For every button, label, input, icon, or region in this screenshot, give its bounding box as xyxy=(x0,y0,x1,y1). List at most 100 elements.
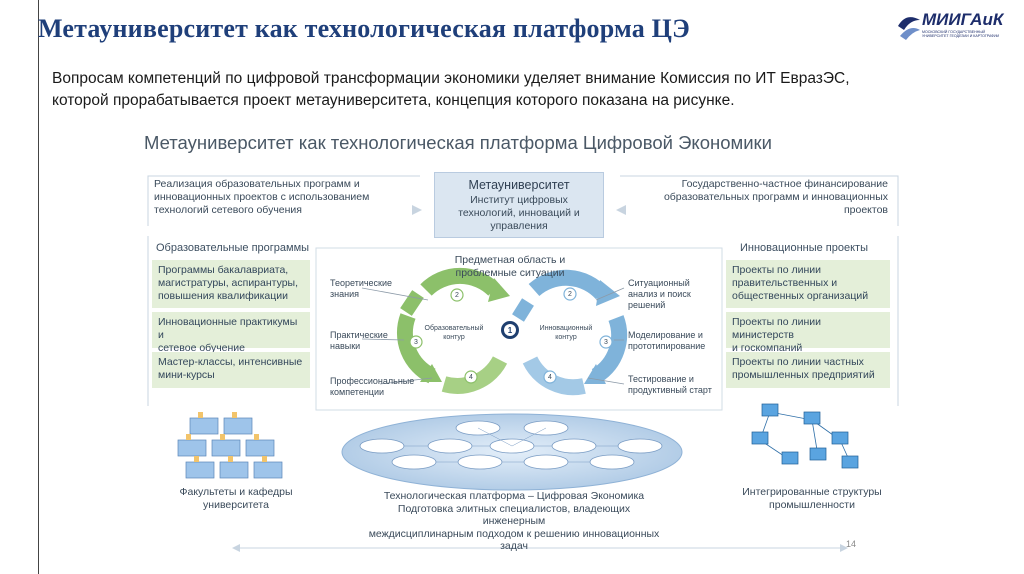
faculties-label: Факультеты и кафедры университета xyxy=(176,486,296,512)
innovation-cycle xyxy=(512,269,628,396)
text-line: сетевое обучение xyxy=(158,342,246,354)
slide-title: Метауниверситет как технологическая плат… xyxy=(38,14,690,43)
edu-program-box: Инновационные практикумы и сетевое обуче… xyxy=(152,312,310,354)
text-line: междисциплинарным подходом к решению инн… xyxy=(368,527,660,553)
text-line: прототипирование xyxy=(628,341,706,351)
logo-emblem-icon xyxy=(898,17,920,40)
text-line: технологий сетевого обучения xyxy=(154,204,302,216)
page-number: 14 xyxy=(846,539,857,549)
text-line: проектов xyxy=(843,204,888,216)
text-line: и госкомпаний xyxy=(732,342,803,354)
frame-arrow-right xyxy=(840,544,848,552)
text-line: Инновационные практикумы и xyxy=(158,316,298,341)
text-line: Инновационный xyxy=(539,325,593,332)
step-number: 3 xyxy=(414,339,418,346)
cycle-label-analysis: Ситуационный анализ и поиск решений xyxy=(628,278,691,311)
metauniversity-box: Метауниверситет Институт цифровых технол… xyxy=(434,172,604,238)
text-line: Реализация образовательных программ и xyxy=(154,178,360,190)
text-line: Подготовка элитных специалистов, владеющ… xyxy=(397,502,631,528)
platform-nodes xyxy=(359,420,663,470)
industry-label: Интегрированные структуры промышленности xyxy=(732,486,892,512)
text-line: Моделирование и xyxy=(628,330,703,340)
innovation-project-box: Проекты по линии частных промышленных пр… xyxy=(726,352,890,388)
text-line: контур xyxy=(443,334,465,341)
text-line: контур xyxy=(555,334,577,341)
text-line: Образовательный xyxy=(424,325,484,332)
meta-box-subtitle: Институт цифровых технологий, инноваций … xyxy=(435,194,603,233)
left-intro-text: Реализация образовательных программ и ин… xyxy=(154,178,414,217)
text-line: правительственных и xyxy=(732,277,838,289)
text-line: навыки xyxy=(330,341,361,351)
education-circuit-label: Образовательный контур xyxy=(420,324,488,342)
text-line: Интегрированные структуры xyxy=(742,486,882,498)
step-number: 4 xyxy=(548,374,552,381)
text-line: Теоретические xyxy=(330,278,393,288)
right-column-header: Инновационные проекты xyxy=(740,242,868,254)
intro-line: которой прорабатывается проект метауниве… xyxy=(52,92,735,109)
cycle-label-practice: Практические навыки xyxy=(330,330,388,352)
text-line: магистратуры, аспирантуры, xyxy=(158,277,299,289)
edu-program-box: Программы бакалавриата, магистратуры, ас… xyxy=(152,260,310,308)
text-line: Программы бакалавриата, xyxy=(158,264,289,276)
edu-step-markers xyxy=(409,288,478,384)
logo-caption: МОСКОВСКИЙ ГОСУДАРСТВЕННЫЙ УНИВЕРСИТЕТ Г… xyxy=(922,30,1000,39)
text-line: проблемные ситуации xyxy=(455,267,565,279)
cycle-label-competence: Профессиональные компетенции xyxy=(330,376,414,398)
text-line: Мастер-классы, интенсивные xyxy=(158,356,303,368)
cycle-frame xyxy=(315,247,723,411)
text-line: компетенции xyxy=(330,387,385,397)
text-line: промышленности xyxy=(769,499,855,511)
meta-box-title: Метауниверситет xyxy=(468,178,570,192)
text-line: решений xyxy=(628,300,666,310)
step-number: 2 xyxy=(568,291,572,298)
platform-links xyxy=(404,427,618,463)
metauniversity-diagram xyxy=(147,175,899,552)
text-line: Факультеты и кафедры xyxy=(179,486,293,498)
text-line: Технологическая платформа – Цифровая Эко… xyxy=(383,490,645,502)
step-number: 4 xyxy=(469,374,473,381)
cycle-label-modeling: Моделирование и прототипирование xyxy=(628,330,705,352)
text-line: Ситуационный xyxy=(628,278,690,288)
innovation-project-box: Проекты по линии правительственных и общ… xyxy=(726,260,890,308)
left-rule xyxy=(38,0,39,574)
platform-caption: Технологическая платформа – Цифровая Эко… xyxy=(366,490,662,553)
text-line: образовательных программ и инновационных xyxy=(663,191,888,203)
cycle-label-theory: Теоретические знания xyxy=(330,278,392,300)
text-line: технологий, инноваций и xyxy=(458,207,580,219)
text-line: знания xyxy=(330,289,359,299)
label-connectors xyxy=(361,287,625,385)
logo-text: МИИГАиК xyxy=(922,10,1004,29)
intro-text: Вопросам компетенций по цифровой трансфо… xyxy=(52,68,992,112)
text-line: анализ и поиск xyxy=(628,289,691,299)
innovation-circuit-label: Инновационный контур xyxy=(532,324,600,342)
server-network-icon xyxy=(751,403,859,469)
text-line: инновационных проектов с использованием xyxy=(154,191,370,203)
right-intro-text: Государственно-частное финансирование об… xyxy=(650,178,888,217)
left-column-header: Образовательные программы xyxy=(156,242,310,254)
text-line: Проекты по линии частных xyxy=(732,356,864,368)
innov-step-markers xyxy=(543,287,613,384)
subject-area-label: Предметная область и проблемные ситуации xyxy=(440,254,580,280)
text-line: Проекты по линии министерств xyxy=(732,316,822,341)
figure-title: Метауниверситет как технологическая плат… xyxy=(144,132,772,153)
innovation-project-box: Проекты по линии министерств и госкомпан… xyxy=(726,312,890,354)
text-line: Институт цифровых xyxy=(470,194,568,206)
frame-arrow-left xyxy=(232,544,240,552)
edu-program-box: Мастер-классы, интенсивные мини-курсы xyxy=(152,352,310,388)
text-line: промышленных предприятий xyxy=(732,369,875,381)
text-line: Тестирование и xyxy=(628,374,694,384)
education-cycle xyxy=(396,267,510,394)
arrow-to-meta-left xyxy=(412,205,422,215)
text-line: Практические xyxy=(330,330,388,340)
intro-line: Вопросам компетенций по цифровой трансфо… xyxy=(52,70,850,87)
cycle-label-testing: Тестирование и продуктивный старт xyxy=(628,374,712,396)
logo: МИИГАиК МОСКОВСКИЙ ГОСУДАРСТВЕННЫЙ УНИВЕ… xyxy=(896,10,1008,50)
step-number: 1 xyxy=(507,326,513,335)
text-line: повышения квалификации xyxy=(158,290,288,302)
step-number: 2 xyxy=(455,292,459,299)
text-line: Предметная область и xyxy=(454,254,566,266)
diagram-frame xyxy=(147,175,899,549)
text-line: университета xyxy=(203,499,269,511)
text-line: Проекты по линии xyxy=(732,264,822,276)
text-line: продуктивный старт xyxy=(628,385,712,395)
